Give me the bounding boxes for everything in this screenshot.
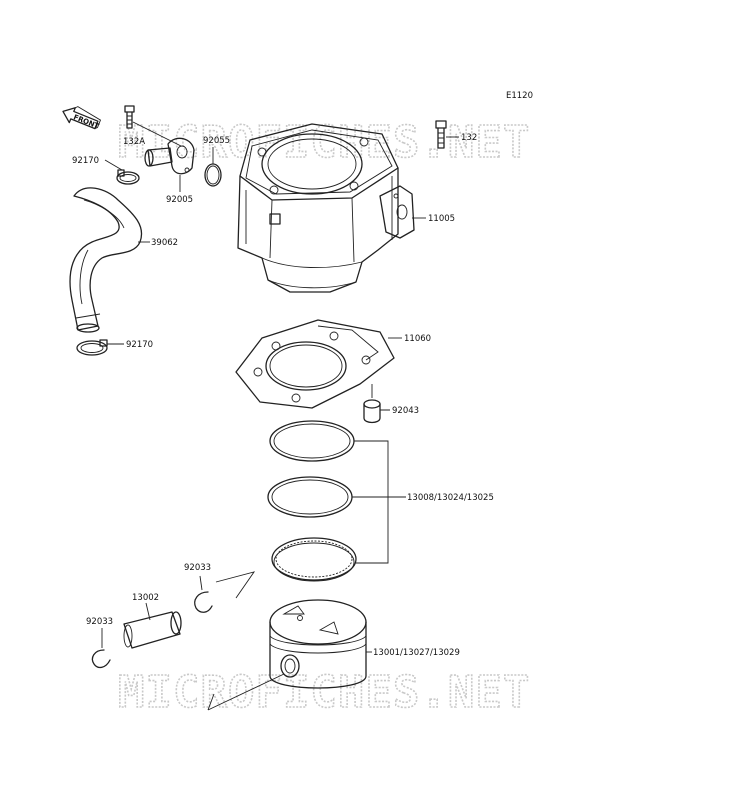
leader-92043 [371,384,390,411]
leader-132a [132,121,182,147]
label-13002: 13002 [132,593,159,603]
circlip-92033-right[interactable] [194,591,213,613]
label-92043: 92043 [392,406,419,416]
label-92055: 92055 [203,136,230,146]
dowel-pin-92043[interactable] [363,399,381,424]
stud-bolt-132[interactable] [435,120,447,149]
label-92033-right: 92033 [184,563,211,573]
label-13001: 13001/13027/13029 [373,648,460,658]
cylinder-11005[interactable] [237,123,415,293]
leader-rings [352,440,406,564]
label-92005: 92005 [166,195,193,205]
watermark-bottom: MICROFICHES.NET [118,667,530,718]
leader-13002 [145,602,151,621]
piston-pin-13002[interactable] [123,611,182,649]
label-11005: 11005 [428,214,455,224]
piston-ring-oil[interactable] [271,537,357,582]
leader-92170-top [104,159,123,171]
coolant-hose-39062[interactable] [69,187,143,333]
front-arrow-icon: FRONT [62,106,102,131]
label-132a: 132A [123,137,145,147]
label-92033-left: 92033 [86,617,113,627]
water-fitting-92005[interactable] [144,137,195,175]
watermark-top: MICROFICHES.NET [118,117,530,168]
piston-ring-top[interactable] [269,420,355,462]
diagram-code: E1120 [506,91,533,101]
piston-13001[interactable] [269,599,367,689]
hose-clamp-92170-bottom[interactable] [76,339,108,356]
hose-clamp-92170-top[interactable] [116,169,140,185]
leader-92033-right [199,575,203,591]
label-132: 132 [461,133,477,143]
label-13008: 13008/13024/13025 [407,493,494,503]
label-92170-top: 92170 [72,156,99,166]
cylinder-gasket-11060[interactable] [235,319,395,409]
label-92170-bottom: 92170 [126,340,153,350]
assembly-guide-upper [215,571,256,599]
label-11060: 11060 [404,334,431,344]
circlip-92033-left[interactable] [91,649,111,669]
piston-ring-second[interactable] [267,476,353,518]
bolt-132a[interactable] [124,105,135,129]
front-label: FRONT [72,113,100,131]
assembly-guide-lower [207,673,285,711]
label-39062: 39062 [151,238,178,248]
